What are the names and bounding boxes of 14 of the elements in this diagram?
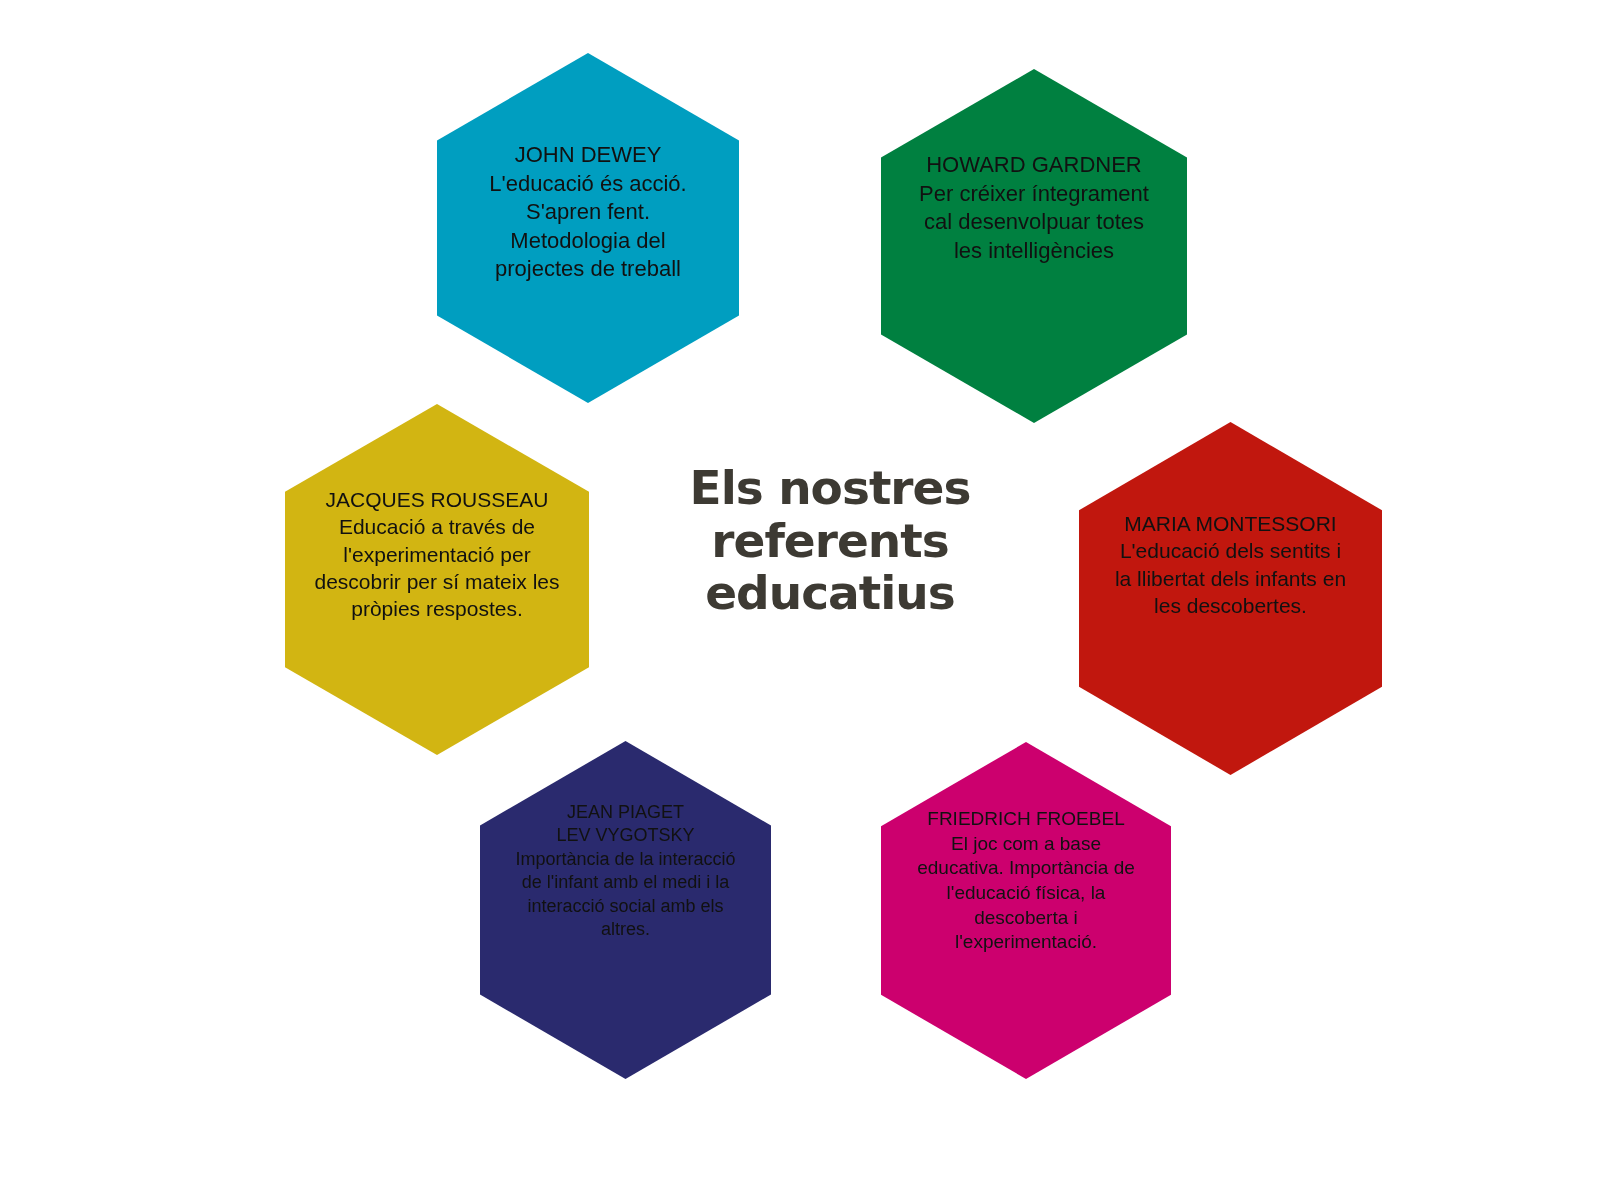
person-name: JEAN PIAGET xyxy=(567,801,684,824)
description-text: Per créixer íntegrament cal desenvolpuar totes les intelligències xyxy=(919,179,1149,265)
person-name: FRIEDRICH FROEBEL xyxy=(927,807,1125,831)
description-text: Educació a través de l'experimentació per descobrir per sí mateix les pròpies respostes. xyxy=(313,514,561,623)
description-text: L'educació dels sentits i la llibertat dels infants en les descobertes. xyxy=(1113,538,1348,619)
description-text: Importància de la interacció de l'infant amb el medi i la interacció social amb els altres. xyxy=(514,847,737,941)
person-name: JOHN DEWEY xyxy=(514,141,662,169)
description-text: El joc com a base educativa. Importància de l'educació física, la descoberta i l'experimentació. xyxy=(916,831,1136,955)
person-name: LEV VYGOTSKY xyxy=(556,824,695,848)
person-name: JACQUES ROUSSEAU xyxy=(325,487,549,513)
description-text: L'educació és acció. S'apren fent. Metodologia del projectes de treball xyxy=(488,169,688,284)
person-name: MARIA MONTESSORI xyxy=(1124,511,1337,537)
diagram-title: Els nostres referents educatius xyxy=(688,462,972,620)
person-name: HOWARD GARDNER xyxy=(926,151,1142,179)
